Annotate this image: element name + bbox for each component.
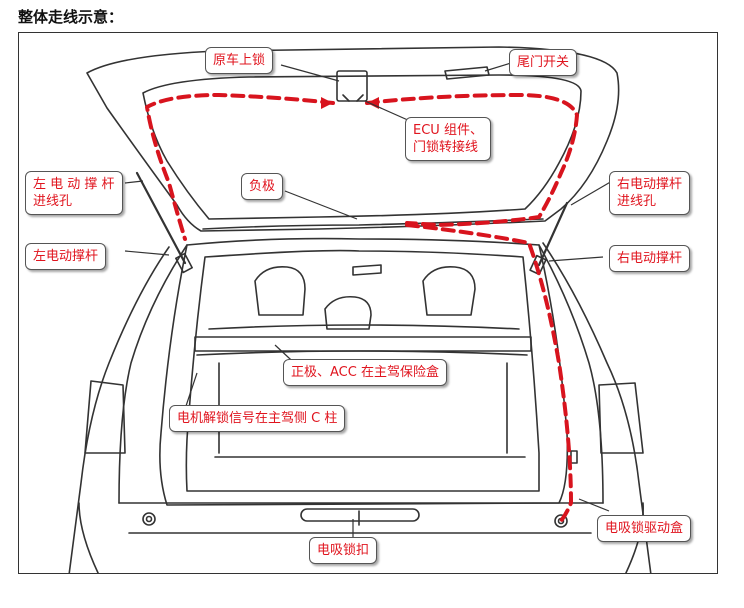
- label-left-strut: 左电动撑杆: [25, 243, 107, 270]
- tailgate-switch-body: [444, 66, 490, 80]
- right-strut: [537, 201, 569, 267]
- left-strut: [135, 171, 187, 265]
- label-right-strut-hole-line1: 右电动撑杆: [617, 177, 683, 192]
- right-taillight: [598, 382, 644, 454]
- tailgate-outline: [86, 46, 620, 232]
- left-body-side: [68, 246, 170, 573]
- label-suction-latch: 电吸锁扣: [309, 537, 378, 564]
- label-negative: 负极: [241, 173, 284, 200]
- wire-left-loop: [145, 93, 335, 241]
- right-body-side: [542, 242, 652, 573]
- wire-right-loop: [365, 93, 579, 227]
- label-suction-lock-box: 电吸锁驱动盒: [597, 515, 692, 542]
- label-left-strut-hole-line2: 进线孔: [33, 194, 73, 209]
- label-ecu-line1: ECU 组件、: [413, 123, 483, 138]
- parcel-shelf: [194, 336, 532, 352]
- label-left-strut-hole: 左 电 动 撑 杆 进线孔: [25, 171, 123, 215]
- diagram-frame: 原车上锁 尾门开关 ECU 组件、 门锁转接线 左 电 动 撑 杆 进线孔 负极…: [18, 32, 718, 574]
- label-left-strut-hole-line1: 左 电 动 撑 杆: [33, 177, 115, 192]
- label-right-strut-hole: 右电动撑杆 进线孔: [609, 171, 691, 215]
- page-title: 整体走线示意：: [18, 8, 124, 26]
- label-ecu-line2: 门锁转接线: [413, 140, 479, 155]
- label-original-lock: 原车上锁: [205, 47, 274, 74]
- car-wiring-diagram: [68, 46, 652, 573]
- label-tailgate-switch: 尾门开关: [509, 49, 578, 76]
- suction-latch-body: [300, 508, 420, 522]
- left-taillight: [84, 380, 126, 454]
- label-ecu: ECU 组件、 门锁转接线: [405, 117, 491, 161]
- tailgate-window: [142, 74, 582, 220]
- original-lock-body: [336, 70, 368, 102]
- label-positive-acc: 正极、ACC 在主驾保险盒: [283, 359, 447, 386]
- label-right-strut: 右电动撑杆: [609, 245, 691, 272]
- wire-right-strut: [405, 223, 573, 525]
- body-opening: [159, 237, 569, 506]
- label-right-strut-hole-line2: 进线孔: [617, 194, 657, 209]
- label-unlock-signal: 电机解锁信号在主驾侧 C 柱: [169, 405, 346, 432]
